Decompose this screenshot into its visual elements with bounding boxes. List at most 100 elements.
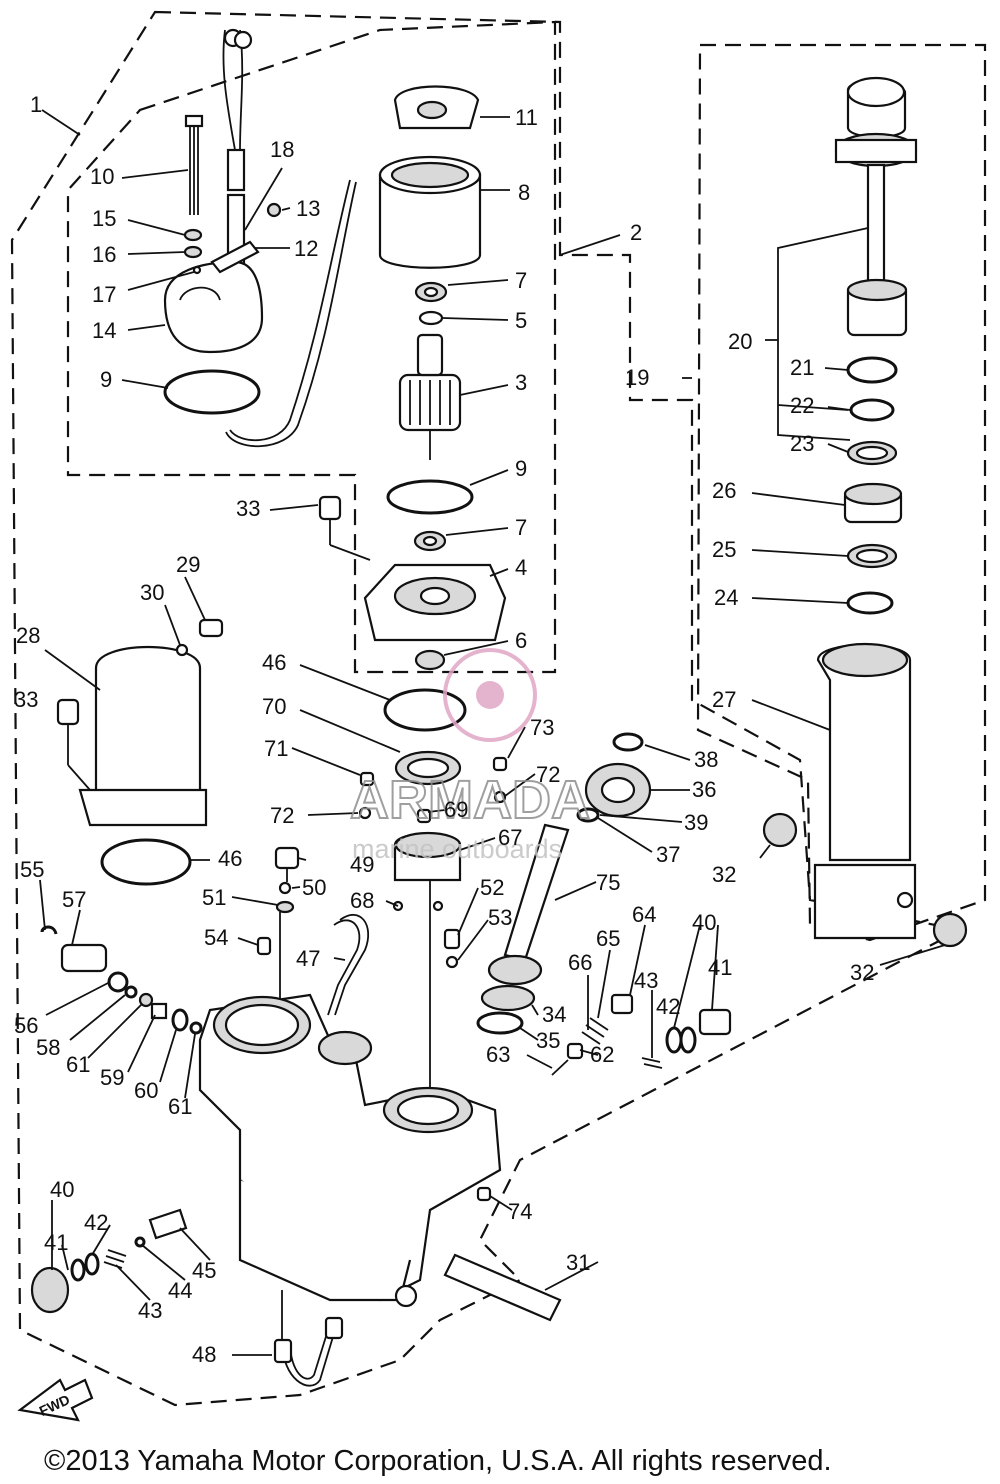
pump-body-icon bbox=[198, 993, 502, 1302]
part-label: 16 bbox=[92, 242, 116, 267]
part-label: 36 bbox=[692, 777, 716, 802]
part-label: 14 bbox=[92, 318, 116, 343]
part-label: 69 bbox=[444, 797, 468, 822]
part-label: 5 bbox=[515, 308, 527, 333]
pump-body-group: FWD bbox=[17, 618, 968, 1422]
part-label: 8 bbox=[518, 180, 530, 205]
part-label: 11 bbox=[515, 105, 538, 130]
assembly-boundary-1 bbox=[10, 10, 964, 1407]
part-label: 45 bbox=[192, 1258, 216, 1283]
part-label: 33 bbox=[14, 687, 38, 712]
part-label: 21 bbox=[790, 355, 814, 380]
plug-icon bbox=[318, 495, 342, 521]
part-label: 67 bbox=[498, 825, 522, 850]
part-label: 61 bbox=[168, 1094, 192, 1119]
assembly-boundary-19 bbox=[696, 43, 987, 942]
part-label: 62 bbox=[590, 1042, 614, 1067]
part-label: 29 bbox=[176, 552, 200, 577]
reservoir-icon bbox=[94, 646, 202, 802]
leader-lines bbox=[39, 109, 946, 1356]
pivot-pin-icon bbox=[762, 812, 798, 848]
part-label: 68 bbox=[350, 888, 374, 913]
part-labels: 1 2 3 4 5 6 7 7 8 9 9 10 11 12 13 14 15 … bbox=[14, 92, 874, 1367]
part-label: 32 bbox=[712, 862, 736, 887]
part-label: 3 bbox=[515, 370, 527, 395]
part-label: 12 bbox=[294, 236, 318, 261]
part-label: 7 bbox=[515, 268, 527, 293]
part-label: 18 bbox=[270, 137, 294, 162]
fwd-arrow-icon bbox=[17, 1378, 94, 1422]
part-label: 33 bbox=[236, 496, 260, 521]
cylinder-body-icon bbox=[816, 643, 912, 862]
part-label: 7 bbox=[515, 515, 527, 540]
part-label: 63 bbox=[486, 1042, 510, 1067]
copyright-notice: ©2013 Yamaha Motor Corporation, U.S.A. A… bbox=[44, 1445, 832, 1477]
part-label: 37 bbox=[656, 842, 680, 867]
watermark-propeller-icon bbox=[443, 648, 537, 742]
part-label: 74 bbox=[508, 1199, 532, 1224]
part-label: 44 bbox=[168, 1278, 192, 1303]
part-label: 59 bbox=[100, 1065, 124, 1090]
part-label: 20 bbox=[728, 329, 752, 354]
part-label: 26 bbox=[712, 478, 736, 503]
part-label: 22 bbox=[790, 393, 814, 418]
part-label: 38 bbox=[694, 747, 718, 772]
part-label: 43 bbox=[634, 968, 658, 993]
part-label: 35 bbox=[536, 1028, 560, 1053]
part-label: 42 bbox=[84, 1210, 108, 1235]
part-label: 32 bbox=[850, 960, 874, 985]
part-label: 72 bbox=[536, 762, 560, 787]
motor-cover-icon bbox=[163, 260, 264, 354]
part-label: 73 bbox=[530, 715, 554, 740]
part-label: 4 bbox=[515, 555, 527, 580]
part-label: 75 bbox=[596, 870, 620, 895]
part-label: 58 bbox=[36, 1035, 60, 1060]
motor-group bbox=[163, 28, 507, 671]
part-label: 60 bbox=[134, 1078, 158, 1103]
part-label: 70 bbox=[262, 694, 286, 719]
part-label: 71 bbox=[264, 736, 288, 761]
part-label: 64 bbox=[632, 902, 656, 927]
part-label: 47 bbox=[296, 946, 320, 971]
part-label: 61 bbox=[66, 1052, 90, 1077]
part-label: 51 bbox=[202, 885, 226, 910]
part-label: 72 bbox=[270, 803, 294, 828]
part-label: 30 bbox=[140, 580, 164, 605]
piston-rod-icon bbox=[866, 163, 886, 287]
part-label: 13 bbox=[296, 196, 320, 221]
part-label: 40 bbox=[50, 1177, 74, 1202]
part-label: 43 bbox=[138, 1298, 162, 1323]
part-label: 46 bbox=[262, 650, 286, 675]
assembly-outlines bbox=[10, 10, 987, 1407]
part-label: 28 bbox=[16, 623, 40, 648]
part-label: 9 bbox=[100, 367, 112, 392]
part-label: 19 bbox=[625, 365, 649, 390]
part-label: 48 bbox=[192, 1342, 216, 1367]
part-label: 2 bbox=[630, 220, 642, 245]
stator-icon bbox=[378, 173, 482, 269]
part-label: 41 bbox=[708, 955, 732, 980]
part-label: 55 bbox=[20, 857, 44, 882]
part-label: 46 bbox=[218, 846, 242, 871]
part-label: 1 bbox=[30, 92, 42, 117]
part-label: 57 bbox=[62, 887, 86, 912]
watermark-brand: ARMADA bbox=[350, 770, 590, 830]
part-label: 9 bbox=[515, 456, 527, 481]
part-label: 54 bbox=[204, 925, 228, 950]
part-label: 66 bbox=[568, 950, 592, 975]
part-label: 6 bbox=[515, 628, 527, 653]
screw-icon bbox=[266, 202, 282, 218]
part-label: 41 bbox=[44, 1230, 68, 1255]
part-label: 53 bbox=[488, 905, 512, 930]
part-label: 39 bbox=[684, 810, 708, 835]
part-label: 50 bbox=[302, 875, 326, 900]
part-label: 25 bbox=[712, 537, 736, 562]
part-label: 23 bbox=[790, 431, 814, 456]
watermark-tagline: marine outboards bbox=[352, 834, 562, 864]
watermark: ARMADA marine outboards bbox=[349, 648, 591, 864]
part-label: 34 bbox=[542, 1002, 566, 1027]
tilt-cylinder-group bbox=[777, 76, 918, 940]
part-label: 40 bbox=[692, 910, 716, 935]
tilt-shaft-icon bbox=[443, 1253, 562, 1322]
